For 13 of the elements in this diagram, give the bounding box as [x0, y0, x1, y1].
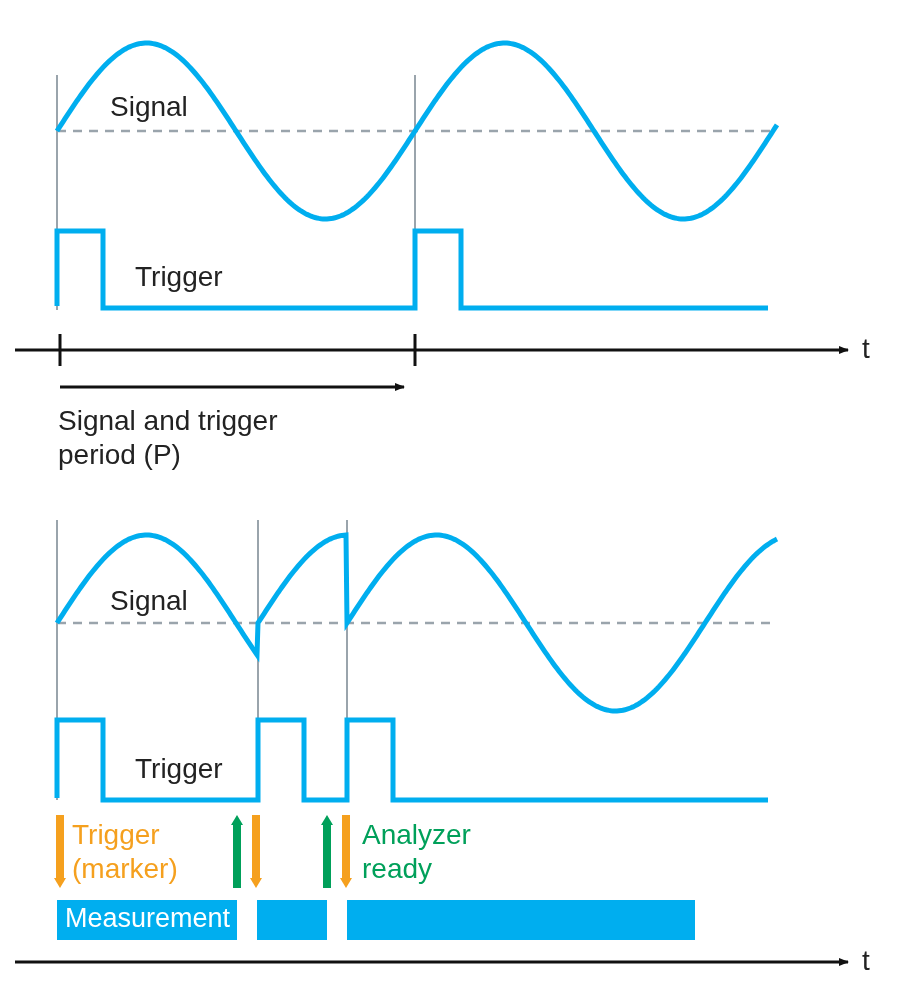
trigger-label: Trigger — [135, 752, 223, 786]
bar-label: Measurement — [65, 903, 231, 934]
axis-label: t — [862, 332, 870, 366]
signal-label: Signal — [110, 584, 188, 618]
measurement-bar — [57, 900, 237, 940]
ready-label: Analyzer ready — [362, 818, 472, 886]
measurement-bar — [347, 900, 695, 940]
trigger-label: Trigger — [135, 260, 223, 294]
measurement-bar — [257, 900, 327, 940]
period-label: Signal and trigger period (P) — [58, 404, 279, 472]
marker-label: Trigger (marker) — [72, 818, 179, 886]
axis-label: t — [862, 944, 870, 978]
signal-label: Signal — [110, 90, 188, 124]
